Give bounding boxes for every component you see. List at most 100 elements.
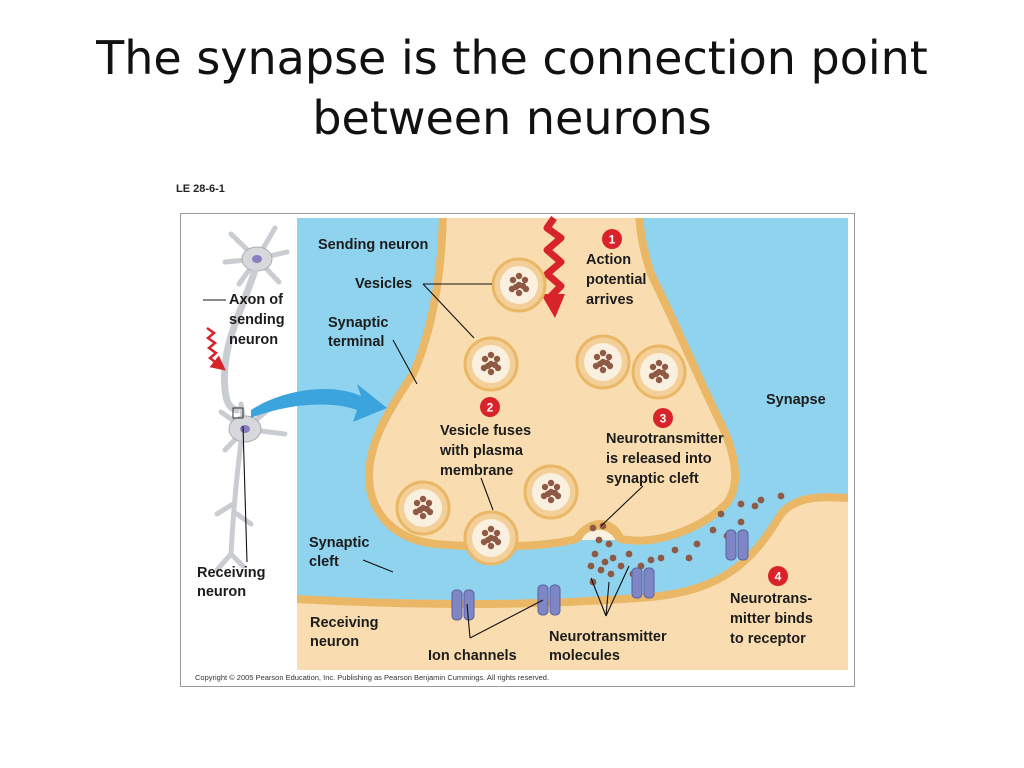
step-4-line1: Neurotrans- [730,591,812,607]
svg-text:1: 1 [609,233,616,247]
vesicle [463,510,519,566]
neurotransmitter-dot [484,362,492,370]
step-2-line3: membrane [440,463,513,479]
neurotransmitter-dot [659,369,667,377]
neurotransmitter-molecule [607,570,615,578]
step-2-badge: 2 [480,397,500,417]
neurotransmitter-dot [553,483,561,491]
step-4-badge: 4 [768,566,788,586]
action-potential-arrow [543,215,565,299]
neurotransmitter-molecule [617,562,625,570]
step-2-line2: with plasma [439,443,524,459]
neurotransmitter-molecule [595,536,603,544]
neurotransmitter-dot [521,276,529,284]
copyright-notice: Copyright © 2005 Pearson Education, Inc.… [195,673,549,682]
fusing-vesicle [576,524,621,542]
step-4-line2: mitter binds [730,611,813,627]
label-ion-channels: Ion channels [428,648,517,664]
label-vesicles: Vesicles [355,276,412,292]
label-axon-line3: neuron [229,332,278,348]
step-3-line1: Neurotransmitter [606,431,724,447]
step-1-line2: potential [586,272,646,288]
neurotransmitter-dot [509,276,517,284]
neurotransmitter-molecule [693,540,701,548]
step-3-line2: is released into [606,451,712,467]
label-axon-line2: sending [229,312,285,328]
label-nt-molecules-line2: molecules [549,648,620,664]
neurotransmitter-dot [547,496,555,504]
label-synaptic-terminal-line1: Synaptic [328,315,388,331]
svg-text:3: 3 [660,412,667,426]
synapse-diagram: 1 2 3 4 Sending neuron Vesicles Axon of … [180,213,855,687]
receiving-neuron-body [297,497,848,670]
neurotransmitter-dot [655,376,663,384]
neurotransmitter-dot [541,483,549,491]
vesicle [575,334,631,390]
vesicle [463,336,519,392]
neurotransmitter-dot [512,283,520,291]
synapse-diagram-svg: 1 2 3 4 Sending neuron Vesicles Axon of … [195,215,848,682]
neurotransmitter-molecule [625,550,633,558]
neurotransmitter-dot [515,272,523,280]
neurotransmitter-molecule [591,550,599,558]
neurotransmitter-dot [493,529,501,537]
ion-channel [631,567,655,599]
label-axon-line1: Axon of [229,292,283,308]
neurotransmitter-dot [419,512,427,520]
label-receiving-left-line2: neuron [197,584,246,600]
neurotransmitter-molecule [587,562,595,570]
neurotransmitter-dot [519,282,527,290]
ion-channel [725,529,749,561]
neurotransmitter-molecule [589,524,597,532]
neurotransmitter-molecule [605,540,613,548]
neurotransmitter-molecule [597,566,605,574]
neurotransmitter-dot [655,359,663,367]
neurotransmitter-dot [423,505,431,513]
neurotransmitter-dot [491,535,499,543]
ion-channel [451,589,475,621]
neurotransmitter-dot [487,351,495,359]
label-receiving-main-line2: neuron [310,634,359,650]
neurotransmitter-dot [493,355,501,363]
neurotransmitter-molecule [757,496,765,504]
zoom-arrow [251,384,387,422]
neurotransmitter-dot [599,366,607,374]
label-sending-neuron: Sending neuron [318,237,428,253]
inset-action-potential-arrow [205,326,226,371]
vesicle [395,480,451,536]
neurotransmitter-dot [603,359,611,367]
label-synaptic-cleft-line2: cleft [309,554,339,570]
neurotransmitter-dot [484,536,492,544]
neurotransmitter-molecule [599,522,607,530]
neurotransmitter-dot [419,495,427,503]
neurotransmitter-dot [599,349,607,357]
label-nt-molecules-line1: Neurotransmitter [549,629,667,645]
label-synapse: Synapse [766,392,826,408]
neurotransmitter-molecule [609,554,617,562]
neurotransmitter-molecule [601,558,609,566]
neurotransmitter-molecule [751,502,759,510]
step-1-line1: Action [586,252,631,268]
neurotransmitter-dot [593,353,601,361]
neurotransmitter-dot [544,490,552,498]
neurotransmitter-molecule [709,526,717,534]
postsynaptic-membrane [297,493,848,609]
vesicle [631,344,687,400]
step-3-badge: 3 [653,408,673,428]
neurotransmitter-molecule [685,554,693,562]
title-line-1: The synapse is the connection point [96,31,928,85]
step-1-badge: 1 [602,229,622,249]
neurotransmitter-dot [481,355,489,363]
neurotransmitter-dot [413,499,421,507]
neurotransmitter-dot [547,479,555,487]
neurotransmitter-molecule [737,500,745,508]
neurotransmitter-molecule [737,518,745,526]
neurotransmitter-dot [425,499,433,507]
neurotransmitter-molecule [657,554,665,562]
step-2-line1: Vesicle fuses [440,423,531,439]
neurotransmitter-dot [551,489,559,497]
neurotransmitter-dot [652,370,660,378]
neurotransmitter-molecule [777,492,785,500]
vesicle [523,464,579,520]
slide-title: The synapse is the connection point betw… [40,28,984,148]
